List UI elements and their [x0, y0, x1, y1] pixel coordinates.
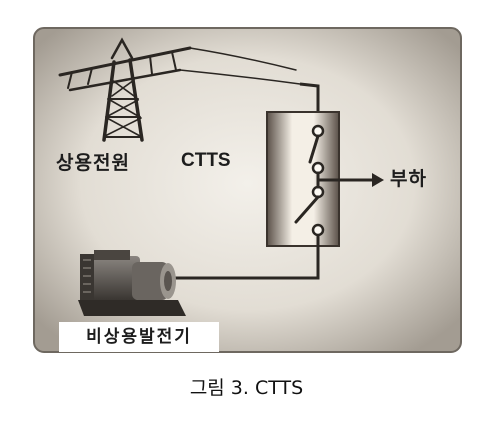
load-arrow [318, 173, 384, 187]
transmission-tower-icon [58, 37, 301, 142]
generator-feed-wire [150, 235, 320, 280]
backup-generator-label: 비상용발전기 [59, 322, 219, 352]
ctts-label: CTTS [181, 150, 231, 171]
utility-power-label: 상용전원 [56, 152, 130, 174]
load-label: 부하 [390, 168, 427, 190]
figure-caption: 그림 3. CTTS [189, 377, 304, 399]
generator-icon [78, 250, 186, 316]
